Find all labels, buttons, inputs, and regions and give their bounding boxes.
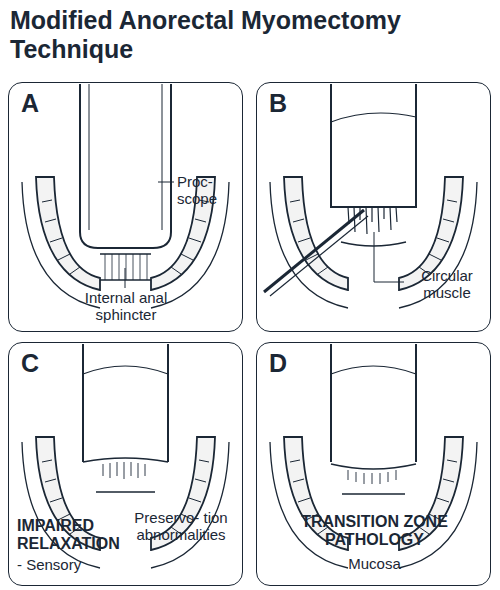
panel-letter: B	[269, 89, 309, 118]
panel-d-drawing	[270, 344, 477, 568]
figure-panel: B Circular muscle	[256, 82, 491, 332]
instrument	[270, 216, 368, 296]
rectal-tube	[83, 344, 168, 462]
finding-heading: IMPAIRED RELAXATION	[17, 517, 129, 554]
finding-item: - Sensory	[17, 556, 129, 573]
figure-panel: A Proc- scopeInternal anal sphincter	[8, 82, 243, 332]
part-label: Internal anal sphincter	[67, 289, 185, 324]
leader-line	[158, 182, 174, 183]
circular-muscle-fringe	[348, 207, 397, 234]
rectal-wall	[83, 366, 168, 374]
diagram-title: Modified Anorectal Myomectomy Technique	[10, 6, 440, 64]
rectal-wall	[331, 366, 416, 374]
proctoscope	[80, 84, 171, 248]
finding-note: Preservo- tion abnormalities	[131, 509, 231, 544]
anal-wall	[270, 437, 477, 568]
figure-panel: C IMPAIRED RELAXATION - SensoryPreservo- t…	[8, 342, 243, 586]
part-label: Circular muscle	[407, 267, 487, 302]
figure-panel: D TRANSITION ZONE PATHOLOGY Mucosa	[256, 342, 491, 586]
finding-heading: TRANSITION ZONE PATHOLOGY	[282, 513, 467, 550]
sphincter-fibres	[105, 254, 147, 280]
rectal-wall	[331, 113, 416, 122]
proctoscope	[331, 84, 416, 207]
leader-line	[374, 232, 404, 282]
rectal-tube	[331, 344, 416, 462]
mucosa-fibres	[348, 470, 396, 484]
finding-item: Mucosa	[282, 555, 467, 572]
sphincter-band	[83, 458, 168, 492]
muscle-fibres	[103, 462, 145, 479]
panel-a-drawing	[22, 84, 229, 308]
leader-line	[125, 268, 126, 288]
part-label: Proc- scope	[177, 173, 223, 208]
panel-letter: D	[269, 349, 309, 378]
instrument	[264, 210, 364, 292]
panel-letter: C	[21, 349, 61, 378]
panel-letter: A	[21, 89, 61, 118]
transition-zone	[331, 464, 416, 494]
proctoscope-inner	[89, 84, 162, 230]
